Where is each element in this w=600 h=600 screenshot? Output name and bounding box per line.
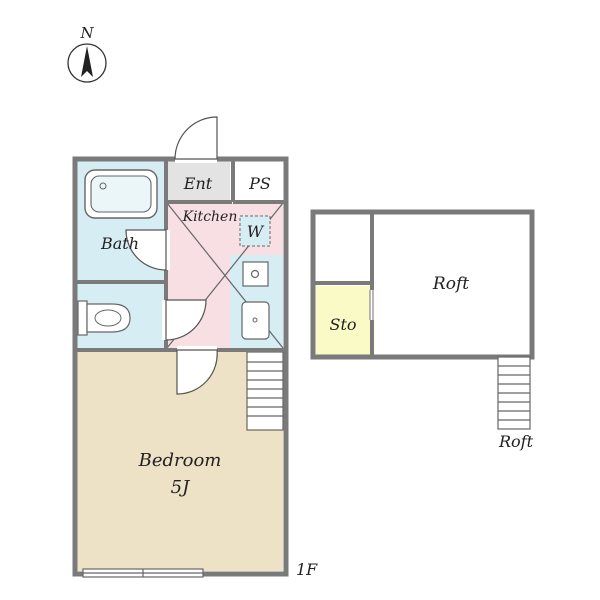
entrance-door[interactable] — [174, 116, 218, 160]
pipe-space-label: PS — [248, 174, 271, 193]
stairs-1f — [246, 351, 284, 431]
toilet-bowl-icon — [86, 303, 131, 333]
floor-label: 1F — [296, 560, 318, 579]
storage-label: Sto — [329, 315, 356, 334]
pipe-space-area — [237, 161, 283, 201]
bedroom-door[interactable] — [176, 349, 218, 395]
toilet-tank-icon — [77, 300, 88, 336]
toilet-seat-icon — [94, 309, 122, 327]
storage-area — [316, 286, 370, 356]
entrance-area — [167, 161, 230, 201]
toilet-door[interactable] — [165, 299, 207, 341]
bath-door[interactable] — [125, 229, 167, 271]
entrance-label: Ent — [183, 174, 213, 193]
stove-icon — [242, 261, 269, 287]
burner-icon — [250, 269, 260, 279]
bath-label: Bath — [100, 234, 139, 253]
bedroom-label: Bedroom — [138, 450, 222, 471]
washer-space — [239, 215, 271, 247]
loft-ladder — [497, 356, 531, 430]
bathtub-basin — [90, 175, 152, 213]
north-arrow-icon — [81, 46, 93, 77]
drain-icon — [252, 317, 258, 323]
ladder-label: Roft — [498, 432, 534, 451]
tub-drain-icon — [99, 182, 107, 190]
kitchen-label: Kitchen — [182, 209, 238, 225]
compass: N — [67, 24, 107, 83]
compass-north-label: N — [79, 24, 94, 42]
sink-icon — [241, 301, 270, 340]
bedroom-size-label: 5J — [171, 477, 191, 498]
loft-label: Roft — [432, 274, 469, 294]
washer-label: W — [247, 222, 265, 241]
